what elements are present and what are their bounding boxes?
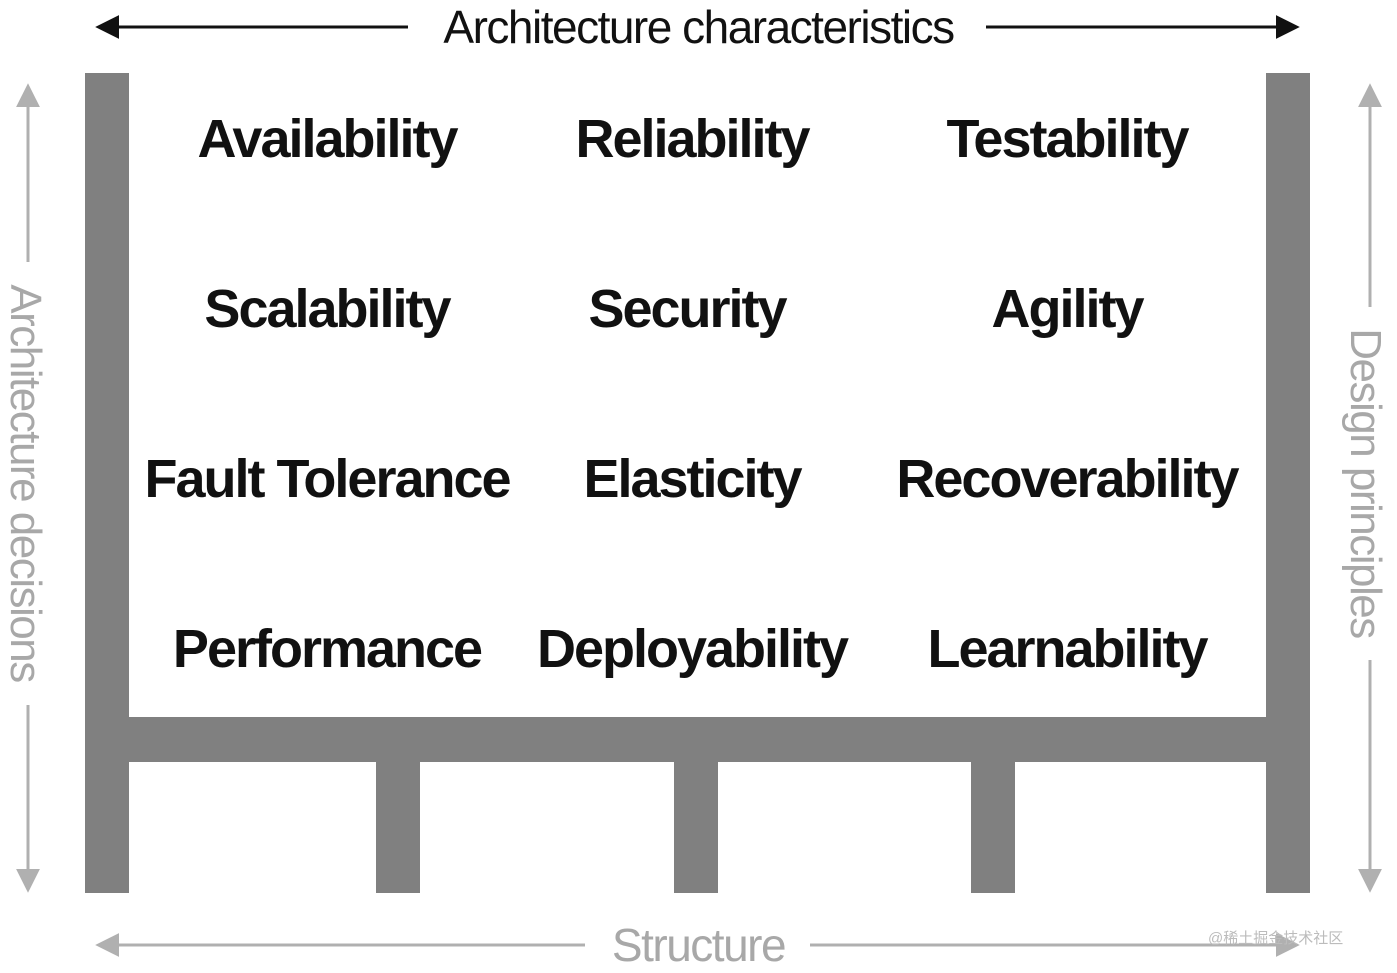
architecture-characteristics-title: Architecture characteristics	[443, 1, 955, 53]
characteristic-performance: Performance	[172, 619, 483, 679]
characteristic-reliability: Reliability	[575, 109, 810, 169]
characteristic-testability: Testability	[946, 109, 1189, 169]
characteristic-learnability: Learnability	[927, 619, 1208, 679]
watermark: @稀土掘金技术社区	[1208, 930, 1344, 947]
architecture-decisions-title: Architecture decisions	[1, 284, 50, 682]
characteristic-fault-tolerance: Fault Tolerance	[144, 449, 511, 509]
frame-right-pillar	[1266, 73, 1310, 893]
characteristic-availability: Availability	[197, 109, 458, 169]
characteristic-recoverability: Recoverability	[896, 449, 1239, 509]
characteristic-scalability: Scalability	[204, 279, 451, 339]
frame-leg-3	[971, 717, 1015, 893]
structure-title: Structure	[611, 919, 787, 971]
frame-leg-1	[376, 717, 420, 893]
frame-left-pillar	[85, 73, 129, 893]
frame-leg-2	[674, 717, 718, 893]
characteristic-agility: Agility	[991, 279, 1144, 339]
design-principles-title: Design principles	[1341, 328, 1390, 638]
characteristic-elasticity: Elasticity	[583, 449, 802, 509]
characteristic-security: Security	[588, 279, 787, 339]
characteristic-deployability: Deployability	[536, 619, 849, 679]
